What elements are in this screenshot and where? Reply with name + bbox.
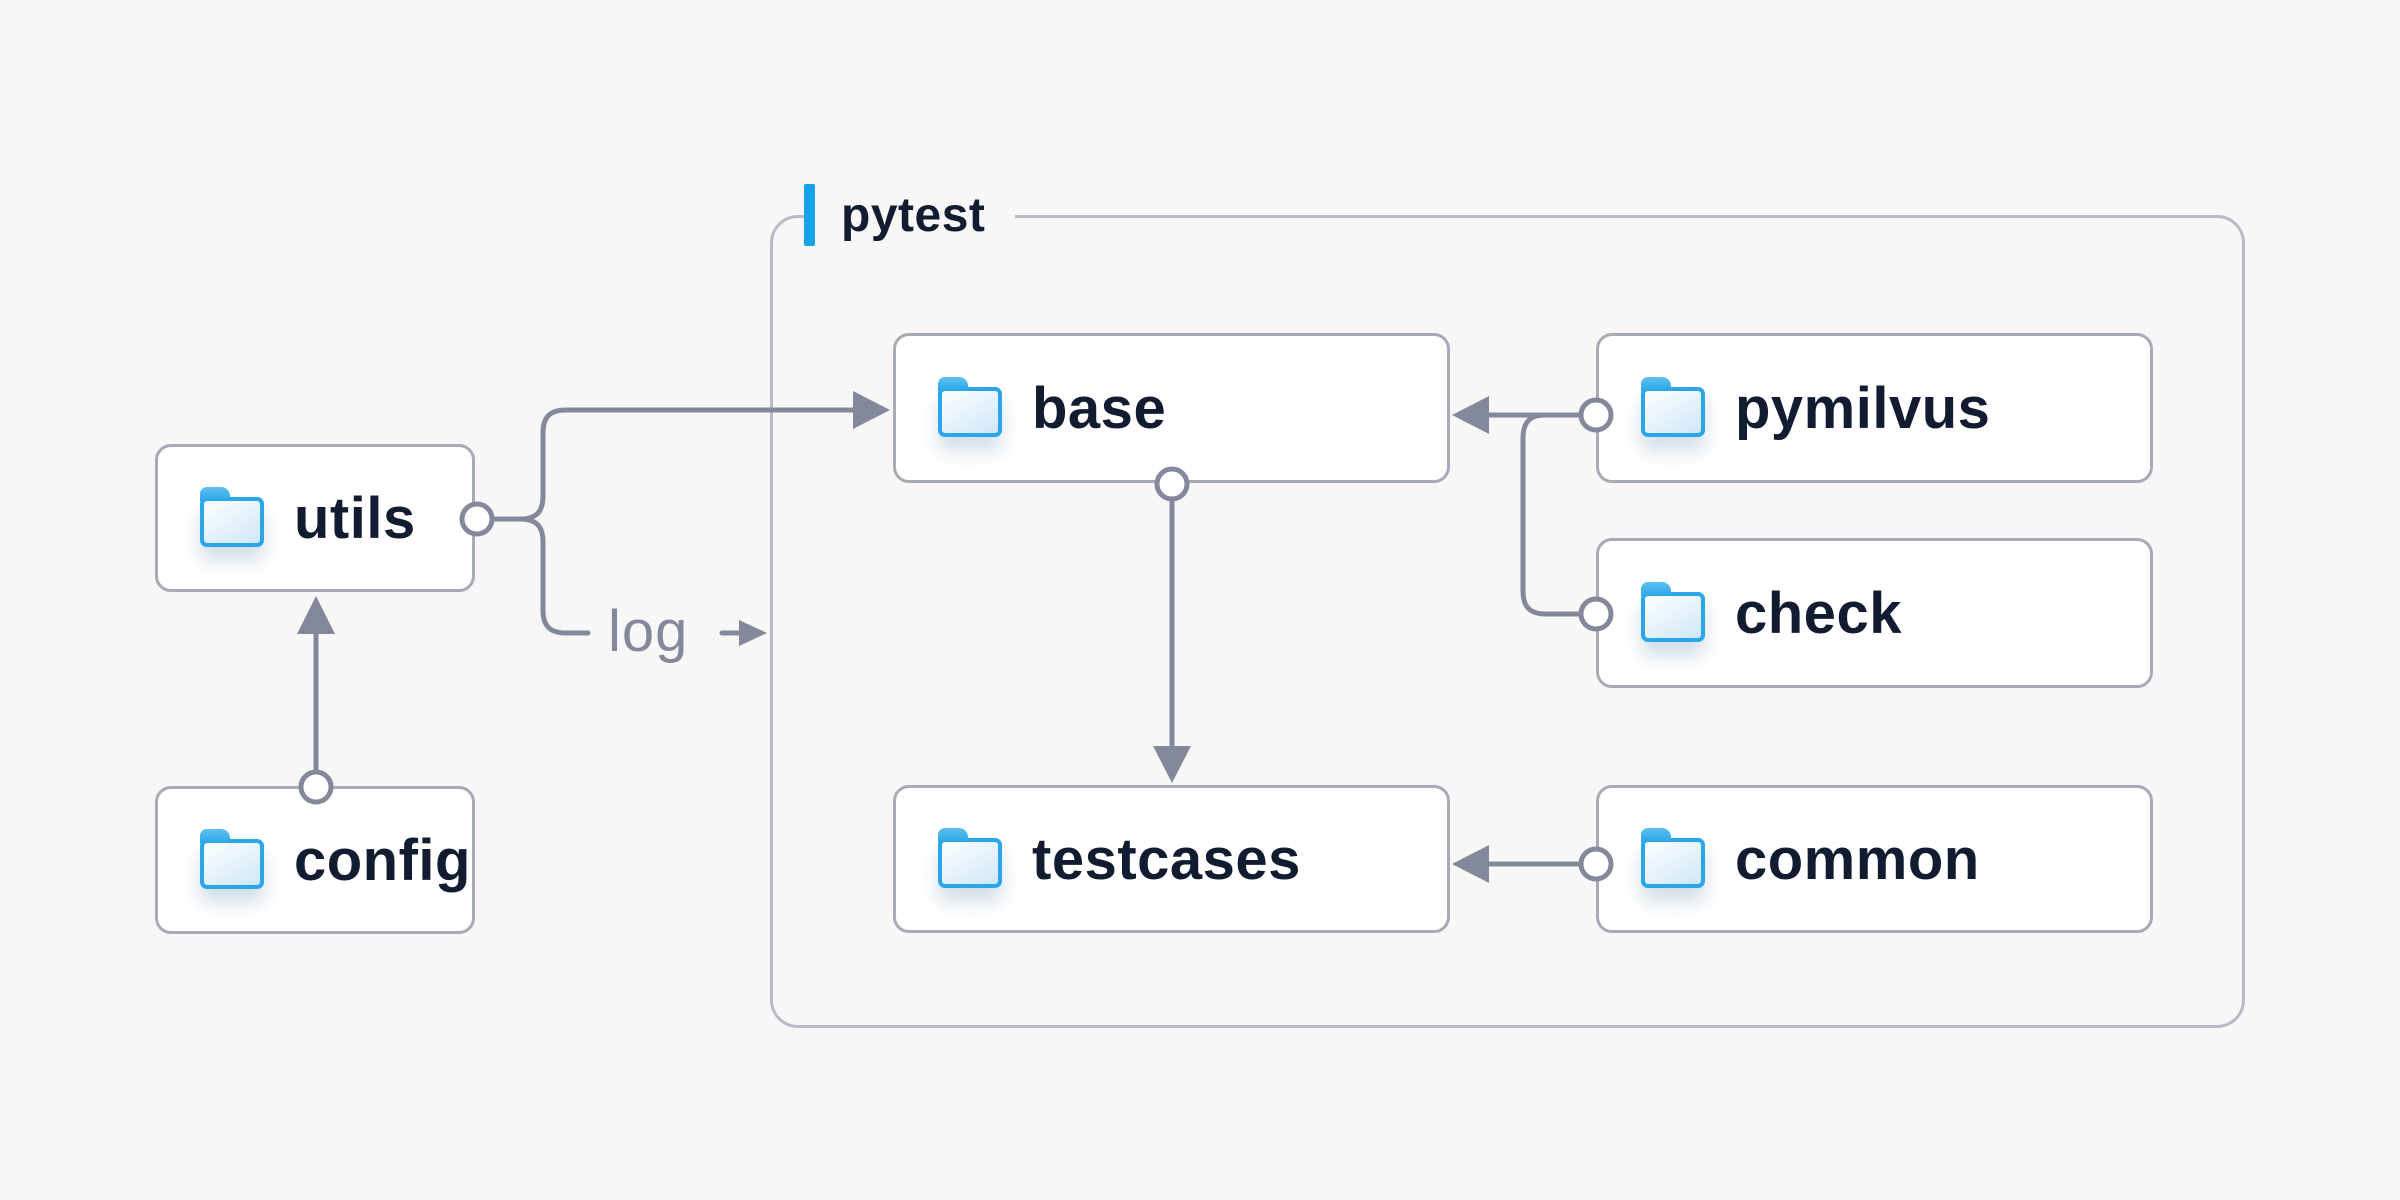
node-common[interactable]: common [1596, 785, 2153, 933]
group-title: pytest [841, 188, 986, 242]
accent-bar [804, 184, 815, 246]
node-label: testcases [1032, 826, 1301, 892]
arrowhead-up-config-utils [297, 596, 335, 634]
folder-icon [1641, 377, 1705, 437]
edge-utils-log [517, 516, 591, 636]
folder-icon [1641, 582, 1705, 642]
node-testcases[interactable]: testcases [893, 785, 1450, 933]
node-label: utils [294, 485, 416, 551]
folder-icon [1641, 828, 1705, 888]
node-config[interactable]: config [155, 786, 475, 934]
node-label: common [1735, 826, 1980, 892]
node-label: config [294, 827, 471, 893]
node-pymilvus[interactable]: pymilvus [1596, 333, 2153, 483]
folder-icon [938, 828, 1002, 888]
node-label: pymilvus [1735, 375, 1991, 441]
pytest-group-container [770, 215, 2245, 1028]
node-check[interactable]: check [1596, 538, 2153, 688]
folder-icon [938, 377, 1002, 437]
node-utils[interactable]: utils [155, 444, 475, 592]
pytest-group-label: pytest [804, 181, 1016, 249]
arrowhead-right-log [739, 620, 767, 646]
node-label: base [1032, 375, 1167, 441]
folder-icon [200, 829, 264, 889]
edge-label-log: log [608, 599, 689, 664]
node-label: check [1735, 580, 1902, 646]
folder-icon [200, 487, 264, 547]
node-base[interactable]: base [893, 333, 1450, 483]
